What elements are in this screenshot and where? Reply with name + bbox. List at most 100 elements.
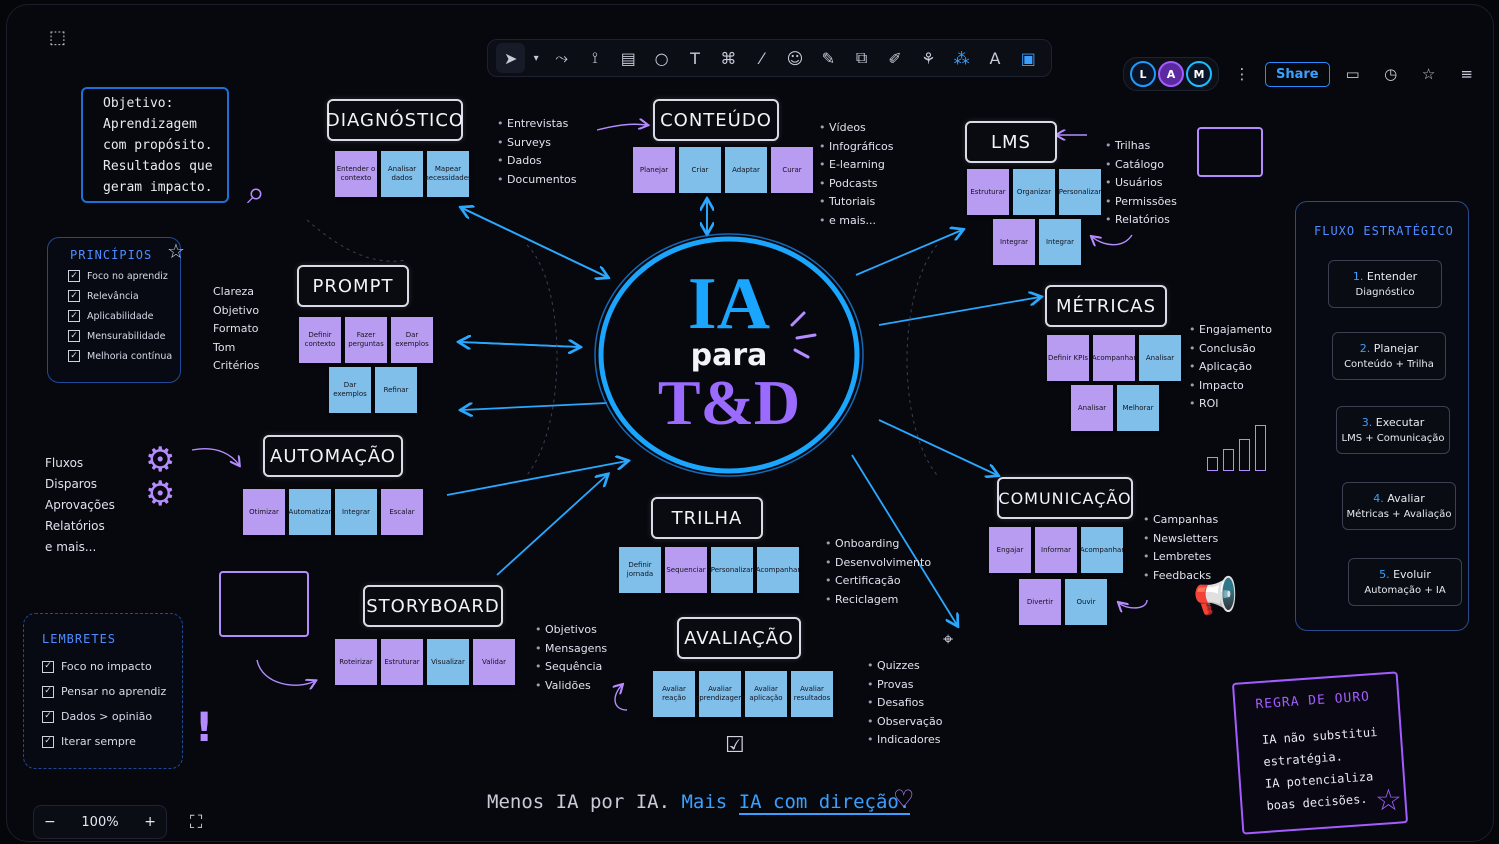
sticky-note[interactable]: Sequenciar xyxy=(665,547,707,593)
text-icon[interactable]: T xyxy=(690,48,700,68)
sticky-note[interactable]: Ouvir xyxy=(1065,579,1107,625)
star-icon[interactable]: ☆ xyxy=(1421,65,1436,83)
sticky-note[interactable]: Dar exemplos xyxy=(391,317,433,363)
sticky-note[interactable]: Avaliar aprendizagem xyxy=(695,671,745,717)
storyboard-title[interactable]: STORYBOARD xyxy=(363,585,503,627)
sticky-note[interactable]: Divertir xyxy=(1019,579,1061,625)
avatar[interactable]: A xyxy=(1158,61,1184,87)
lms-title[interactable]: LMS xyxy=(965,121,1057,163)
sticky-note[interactable]: Planejar xyxy=(633,147,675,193)
list-item: e mais... xyxy=(45,540,97,554)
history-icon[interactable]: ◷ xyxy=(1384,65,1398,83)
avatar[interactable]: L xyxy=(1130,61,1156,87)
sticky-note[interactable]: Refinar xyxy=(375,367,417,413)
frame-icon[interactable]: ⧉ xyxy=(855,48,868,67)
sticky-note[interactable]: Definir contexto xyxy=(299,317,341,363)
circle-icon[interactable]: ○ xyxy=(654,48,669,68)
checkbox[interactable]: ✓ xyxy=(42,685,54,698)
avaliacao-title[interactable]: AVALIAÇÃO xyxy=(677,617,801,659)
sticky-note[interactable]: Validar xyxy=(473,639,515,685)
pencil-icon[interactable]: ✐ xyxy=(888,48,902,68)
connector-icon[interactable]: ⟟ xyxy=(592,48,598,67)
sticky-note[interactable]: Melhorar xyxy=(1117,385,1159,431)
sticky-note[interactable]: Analisar xyxy=(1071,385,1113,431)
sticky-note[interactable]: Otimizar xyxy=(243,489,285,535)
sticky-note[interactable]: Acompanhar xyxy=(756,547,800,593)
sticky-note[interactable]: Avaliar aplicação xyxy=(745,671,787,717)
checkbox[interactable]: ✓ xyxy=(42,660,54,673)
comunicacao-title[interactable]: COMUNICAÇÃO xyxy=(997,477,1133,519)
prompt-title[interactable]: PROMPT xyxy=(297,265,409,307)
sticky-note[interactable]: Organizar xyxy=(1013,169,1055,215)
zoom-out-button[interactable]: − xyxy=(44,814,56,830)
sticky-note[interactable]: Estruturar xyxy=(967,169,1009,215)
sticky-note[interactable]: Mapear necessidades xyxy=(424,151,472,197)
sticky-note[interactable]: Dar exemplos xyxy=(329,367,371,413)
checkbox[interactable]: ✓ xyxy=(68,270,80,282)
sticky-note[interactable]: Avaliar resultados xyxy=(791,671,833,717)
sticky-note[interactable]: Personalizar xyxy=(1059,169,1101,215)
sticky-note[interactable]: Curar xyxy=(771,147,813,193)
mindmap-icon[interactable]: ⚘ xyxy=(921,48,936,68)
fullscreen-icon[interactable]: ⛶ xyxy=(189,811,203,833)
checkbox[interactable]: ✓ xyxy=(42,710,54,723)
sticky-note[interactable]: Definir KPIs xyxy=(1047,335,1089,381)
image-icon[interactable]: ▣ xyxy=(1020,48,1036,68)
zoom-in-button[interactable]: + xyxy=(144,814,156,830)
checkbox[interactable]: ✓ xyxy=(68,290,80,302)
sticky-note[interactable]: Entender o contexto xyxy=(335,151,377,197)
sticky-note[interactable]: Criar xyxy=(679,147,721,193)
font-icon[interactable]: A xyxy=(989,48,1001,68)
sticky-note[interactable]: Estruturar xyxy=(381,639,423,685)
sticky-note[interactable]: Fazer perguntas xyxy=(345,317,387,363)
conteudo-title[interactable]: CONTEÚDO xyxy=(653,99,779,141)
menu-icon[interactable]: ≡ xyxy=(1460,65,1473,83)
sticky-note[interactable]: Roteirizar xyxy=(335,639,377,685)
select-icon[interactable]: ➤ xyxy=(496,43,526,73)
metricas-title[interactable]: MÉTRICAS xyxy=(1045,285,1167,327)
list-item: Observação xyxy=(867,713,942,732)
checkbox[interactable]: ✓ xyxy=(68,310,80,322)
lasso-icon[interactable]: ⤳ xyxy=(555,48,569,67)
sticky-note[interactable]: Acompanhar xyxy=(1092,335,1136,381)
sticky-note[interactable]: Acompanhar xyxy=(1080,527,1124,573)
sticky-note[interactable]: Escalar xyxy=(381,489,423,535)
checkbox[interactable]: ✓ xyxy=(68,330,80,342)
sticky-note[interactable]: Integrar xyxy=(993,219,1035,265)
diagnostico-title[interactable]: DIAGNÓSTICO xyxy=(326,99,463,141)
sticky-note[interactable]: Analisar dados xyxy=(381,151,423,197)
chevron-down-icon[interactable]: ▾ xyxy=(533,52,539,64)
graph-icon[interactable]: ⁂ xyxy=(953,48,970,68)
whiteboard-canvas[interactable]: ⬚ ➤ ▾ ⤳ ⟟ ▤ ○ T ⌘ ⁄ ☺ ✎ ⧉ ✐ ⚘ ⁂ A ▣ L A … xyxy=(6,4,1494,842)
pen-icon[interactable]: ✎ xyxy=(821,48,835,68)
checkbox[interactable]: ✓ xyxy=(68,350,80,362)
sticky-note[interactable]: Analisar xyxy=(1139,335,1181,381)
sticky-note[interactable]: Adaptar xyxy=(725,147,767,193)
shapes-icon[interactable]: ⌘ xyxy=(720,48,737,68)
sticky-note[interactable]: Integrar xyxy=(1039,219,1081,265)
line-icon[interactable]: ⁄ xyxy=(760,48,763,68)
share-button[interactable]: Share xyxy=(1265,61,1330,87)
sticky-note[interactable]: Avaliar reação xyxy=(653,671,695,717)
comment-icon[interactable]: ▭ xyxy=(1345,65,1360,83)
sticky-note[interactable]: Definir jornada xyxy=(619,547,661,593)
sticky-note-icon[interactable]: ▤ xyxy=(620,48,636,68)
trilha-title[interactable]: TRILHA xyxy=(651,497,763,539)
checkbox[interactable]: ✓ xyxy=(42,735,54,748)
automacao-title[interactable]: AUTOMAÇÃO xyxy=(263,435,403,477)
more-vertical-icon[interactable]: ⋮ xyxy=(1234,65,1250,83)
sidebar-toggle-icon[interactable]: ⬚ xyxy=(49,27,67,48)
sticky-note[interactable]: Engajar xyxy=(989,527,1031,573)
sticky-note[interactable]: Informar xyxy=(1035,527,1077,573)
sticky-note[interactable]: Integrar xyxy=(335,489,377,535)
avatar[interactable]: M xyxy=(1186,61,1212,87)
emoji-icon[interactable]: ☺ xyxy=(786,48,804,68)
sticky-note[interactable]: Visualizar xyxy=(427,639,469,685)
sticky-note[interactable]: Automatizar xyxy=(289,489,331,535)
sticky-note[interactable]: Personalizar xyxy=(711,547,753,593)
